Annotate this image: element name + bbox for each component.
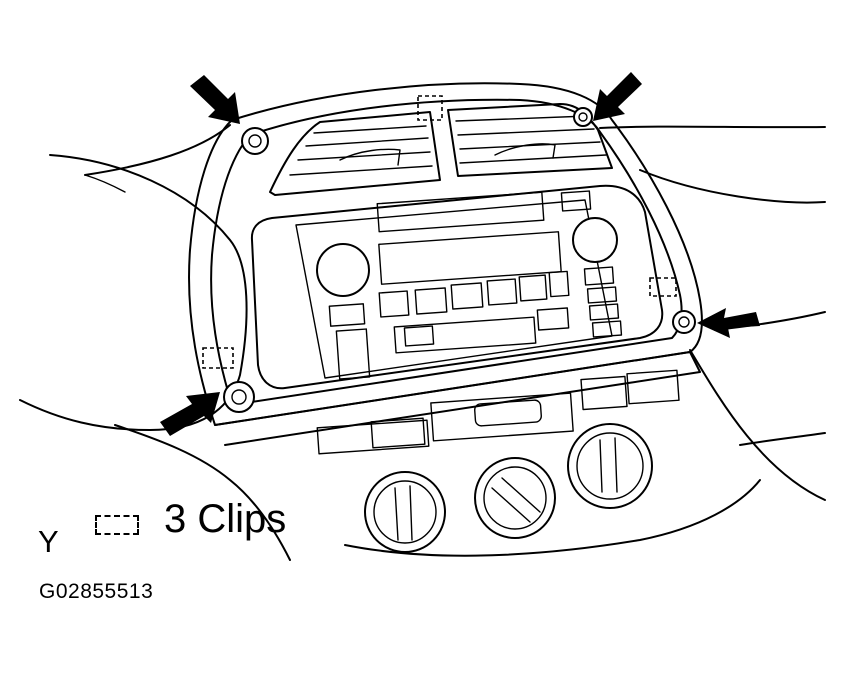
arrow-right [697,308,760,338]
arrow-top-left [190,75,240,124]
arrow-top-right [593,72,642,121]
clip-legend-symbol [95,515,139,535]
hvac-dial-left [364,471,446,553]
air-vent-left [269,111,441,196]
dashboard-outline [19,124,826,561]
clip-left [202,347,234,369]
radio-unit [250,184,664,390]
preset-buttons [378,270,570,318]
clip-legend-label: 3 Clips [164,497,287,541]
clip-right [649,277,677,297]
center-cluster-bezel [188,82,703,426]
screw-bottom-left [223,381,255,413]
arrow-bottom-left [160,392,220,436]
view-letter: Y [38,524,59,559]
screw-top-left [241,127,269,155]
screw-top-right [573,107,593,127]
hvac-dial-center [474,457,556,539]
hvac-dial-right [567,423,653,509]
screw-right [672,310,696,334]
clip-top [417,95,443,121]
figure-id: G02855513 [39,580,154,603]
lower-control-panel [214,351,701,455]
